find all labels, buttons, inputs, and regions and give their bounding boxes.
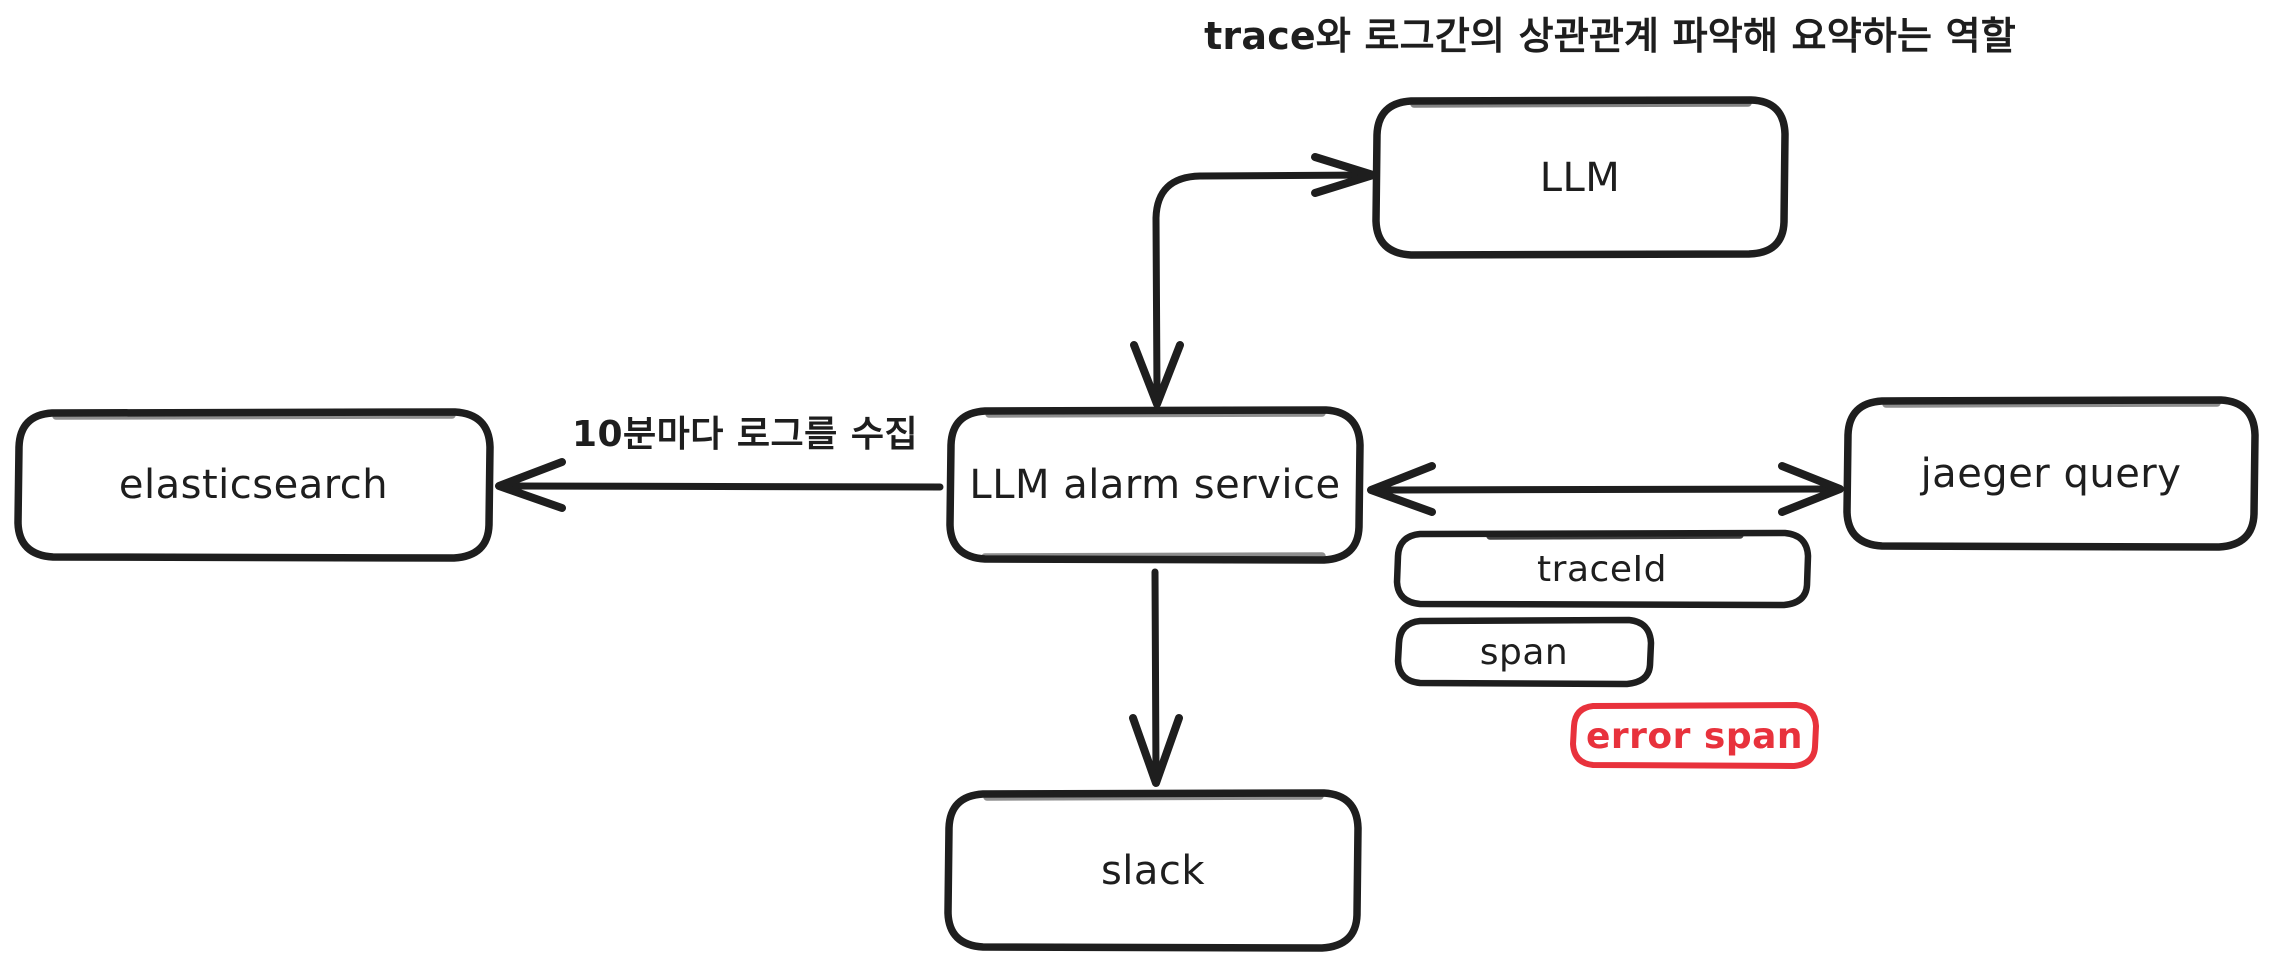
node-error-span-label: error span <box>1585 715 1804 757</box>
node-llm-alarm-service-label: LLM alarm service <box>969 462 1341 508</box>
diagram-title: trace와 로그간의 상관관계 파악해 요약하는 역할 <box>1204 13 2016 58</box>
edge-label-collect-logs: 10분마다 로그를 수집 <box>571 414 919 455</box>
node-trace-id-label: traceId <box>1537 548 1667 590</box>
edge-alarm-to-slack <box>1129 568 1183 787</box>
node-llm-label: LLM <box>1539 154 1621 201</box>
node-span-label: span <box>1479 631 1569 673</box>
edge-alarm-to-es <box>495 458 944 512</box>
node-elasticsearch-label: elasticsearch <box>118 462 389 508</box>
node-jaeger-query-label: jaeger query <box>1920 450 2182 497</box>
node-slack-label: slack <box>1100 847 1206 894</box>
edge-alarm-to-llm <box>1130 153 1377 408</box>
edge-alarm-to-jaeger <box>1367 462 1844 516</box>
